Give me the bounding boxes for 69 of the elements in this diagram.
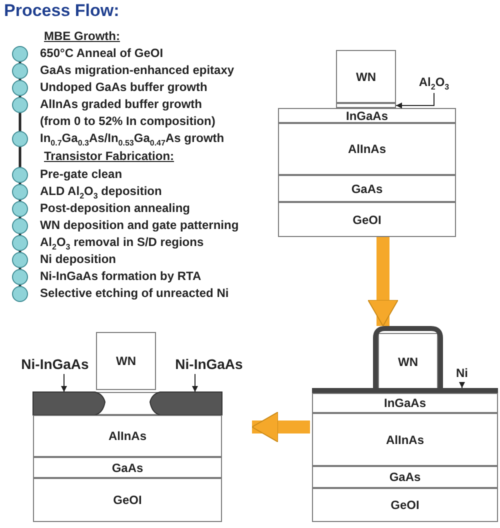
arrow <box>252 412 310 442</box>
layer-label: Ni-InGaAs <box>168 356 250 374</box>
alloy-region <box>33 392 105 415</box>
step-text: AlInAs graded buffer growth (from 0 to 52% In composition) <box>40 96 216 130</box>
timeline-line <box>18 251 22 252</box>
section-heading: Transistor Fabrication: <box>44 148 174 165</box>
step-text: Pre-gate clean <box>40 166 122 183</box>
bullet-circle <box>12 218 28 234</box>
layer-box: WN <box>378 333 438 391</box>
step-text: Al$_{2}$O$_{3}$ removal in S/D regions <box>40 234 204 254</box>
layer-label: Al$_{2}$O$_{3}$ <box>414 75 454 93</box>
bullet-circle <box>12 269 28 285</box>
layer-label: Ni-InGaAs <box>15 356 95 374</box>
step-text: Ni deposition <box>40 251 116 268</box>
timeline-line <box>18 62 22 63</box>
step-text: GaAs migration-enhanced epitaxy <box>40 62 234 79</box>
title: Process Flow: <box>4 1 120 21</box>
bullet-circle <box>12 252 28 268</box>
layer-box: InGaAs <box>278 108 456 123</box>
layer-box: InGaAs <box>312 393 498 413</box>
layer-box: GeOI <box>312 488 498 522</box>
section-heading: MBE Growth: <box>44 28 120 45</box>
alloy-region <box>150 392 222 415</box>
layer-box: GaAs <box>33 457 222 478</box>
layer-box: GaAs <box>312 466 498 488</box>
step-text: Post-deposition annealing <box>40 200 190 217</box>
bullet-circle <box>12 201 28 217</box>
layer-label: Ni <box>452 366 472 382</box>
timeline-line <box>18 183 22 184</box>
layer-box: GeOI <box>33 478 222 522</box>
step-text: WN deposition and gate patterning <box>40 217 239 234</box>
step-text: ALD Al$_{2}$O$_{3}$ deposition <box>40 183 162 202</box>
oxide-layer <box>336 103 396 108</box>
timeline-line <box>18 147 22 167</box>
bullet-circle <box>12 286 28 302</box>
timeline-line <box>18 200 22 201</box>
leader-line <box>459 382 465 388</box>
step-text: 650°C Anneal of GeOI <box>40 45 164 62</box>
bullet-circle <box>12 184 28 200</box>
layer-box: GaAs <box>278 175 456 202</box>
timeline-line <box>18 285 22 286</box>
layer-box: AlInAs <box>312 413 498 466</box>
bullet-circle <box>12 131 28 147</box>
bullet-circle <box>12 97 28 113</box>
timeline-line <box>18 268 22 269</box>
metal-layer <box>312 388 498 393</box>
layer-box: WN <box>96 332 156 390</box>
timeline-line <box>18 79 22 80</box>
bullet-circle <box>12 167 28 183</box>
bullet-circle <box>12 46 28 62</box>
step-text: Selective etching of unreacted Ni <box>40 285 229 302</box>
bullet-circle <box>12 235 28 251</box>
timeline-line <box>18 217 22 218</box>
arrow <box>368 237 398 326</box>
step-text: In$_{0.7}$Ga$_{0.3}$As/In$_{0.53}$Ga$_{0.47}$As growth <box>40 130 224 150</box>
leader-line <box>192 374 198 392</box>
layer-box: GeOI <box>278 202 456 237</box>
timeline-line <box>18 234 22 235</box>
leader-line <box>61 374 67 392</box>
layer-box: AlInAs <box>33 415 222 457</box>
bullet-circle <box>12 63 28 79</box>
step-text: Undoped GaAs buffer growth <box>40 79 208 96</box>
step-text: Ni-InGaAs formation by RTA <box>40 268 202 285</box>
timeline-line <box>18 96 22 97</box>
bullet-circle <box>12 80 28 96</box>
layer-box: WN <box>336 50 396 103</box>
timeline-line <box>18 113 22 131</box>
leader-line <box>396 92 434 108</box>
layer-box: AlInAs <box>278 123 456 175</box>
